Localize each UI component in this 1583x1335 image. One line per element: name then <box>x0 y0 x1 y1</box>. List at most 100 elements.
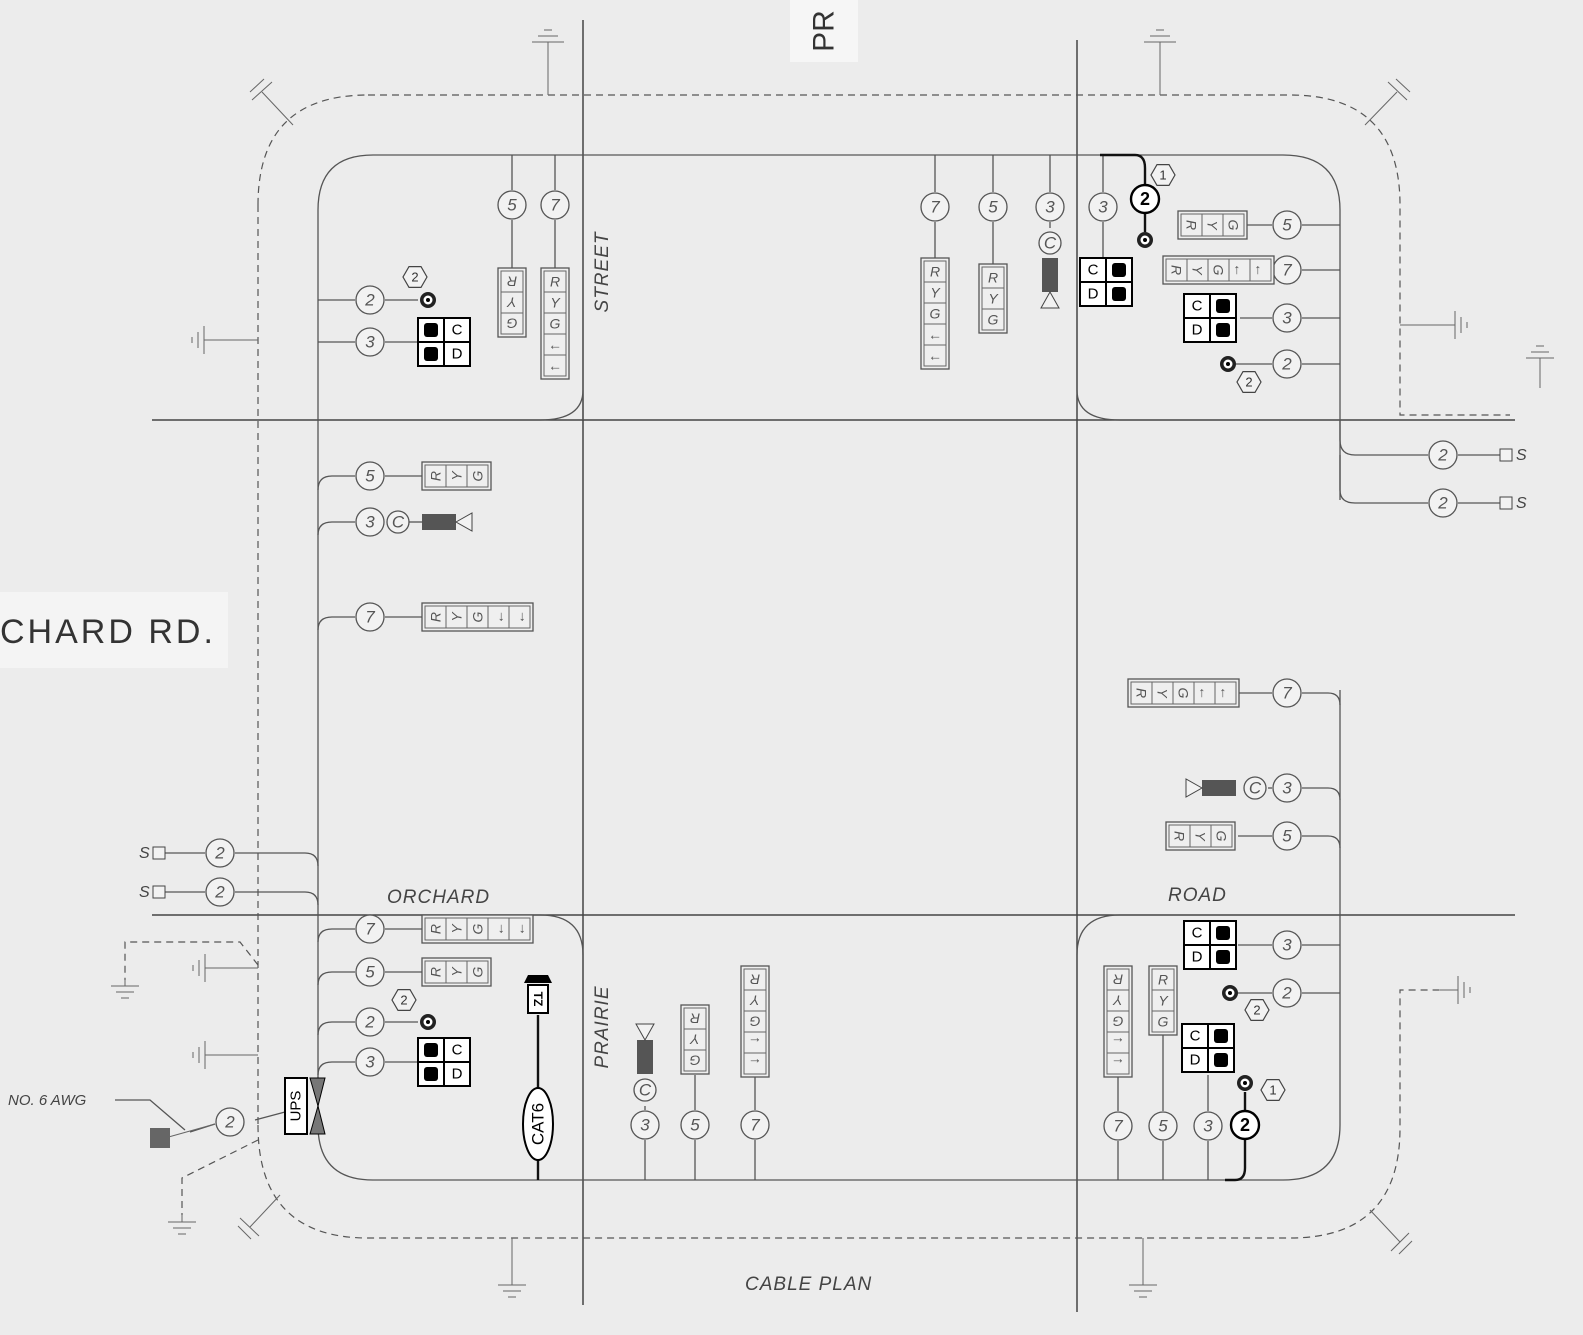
cable-number-circle: 7 <box>1272 678 1302 708</box>
s-text: S <box>1516 495 1527 512</box>
cable-number-text: 5 <box>1158 1117 1168 1136</box>
signal-head-icon: RYG <box>978 263 1008 334</box>
cable-number-circle: 3 <box>355 327 385 357</box>
ped-d-text: D <box>452 1066 463 1083</box>
cable-number-text: 3 <box>365 513 375 532</box>
road-lines <box>152 20 1515 1312</box>
signal-lens-text: ← <box>928 327 942 343</box>
cable-number-circle: 3 <box>630 1110 660 1140</box>
signal-head-icon: RYG←← <box>1103 965 1133 1078</box>
camera-c-circle: C <box>1243 776 1267 800</box>
signal-lens-text: G <box>988 312 999 328</box>
cable-number-circle: 2 <box>1229 1109 1261 1141</box>
push-button-icon <box>1137 232 1153 248</box>
cable-number-circle: 7 <box>1103 1111 1133 1141</box>
conduit-loop <box>124 94 1510 1239</box>
ground-icon <box>1364 78 1411 126</box>
ped-d-text: D <box>1088 286 1099 303</box>
pedestrian-signal-icon: CD <box>417 1037 471 1087</box>
tz-text: TZ <box>531 992 545 1007</box>
signal-lens-text: R <box>690 1011 700 1027</box>
signal-lens-text: G <box>1176 688 1192 699</box>
push-button-icon <box>1222 985 1238 1001</box>
cable-number-text: 5 <box>365 963 375 982</box>
pedestrian-signal-icon: CD <box>1183 920 1237 970</box>
signal-head-icon: RYG <box>1148 965 1178 1036</box>
signal-lens-text: R <box>1134 688 1150 698</box>
signal-lens-text: R <box>428 612 444 622</box>
signal-lens-text: G <box>1214 831 1230 842</box>
signal-lens-text: Y <box>749 993 760 1009</box>
signal-lens-text: Y <box>1155 688 1171 699</box>
signal-lens-text: R <box>1169 265 1185 275</box>
signal-lens-text: G <box>470 923 486 934</box>
signal-lens-text: R <box>550 274 560 290</box>
cable-number-circle: 2 <box>1428 440 1458 470</box>
signal-lens-text: Y <box>449 966 465 977</box>
cable-number-text: 7 <box>1282 261 1292 280</box>
cable-number-circle: 5 <box>1272 210 1302 240</box>
ped-d-text: D <box>1192 322 1203 339</box>
signal-lens-text: R <box>428 967 444 977</box>
signal-lens-text: G <box>550 316 561 332</box>
signal-lens-text: Y <box>506 295 517 311</box>
signal-lens-text: Y <box>1205 220 1221 231</box>
cable-number-circle: 5 <box>680 1110 710 1140</box>
ground-icon <box>1440 976 1471 1004</box>
cable-number-circle: 7 <box>355 602 385 632</box>
signal-lens-text: Y <box>1193 831 1209 842</box>
awg-label: NO. 6 AWG <box>8 1092 87 1109</box>
signal-head-icon: RYG <box>680 1004 710 1075</box>
signal-lens-text: Y <box>1112 993 1123 1009</box>
cable-number-circle: 3 <box>1193 1111 1223 1141</box>
hex-text: 2 <box>1245 375 1252 390</box>
cable-number-text: 3 <box>1098 198 1108 217</box>
pedestrian-signal-icon: CD <box>1079 257 1133 307</box>
signal-lens-text: ← <box>928 348 942 364</box>
ped-c-text: C <box>1190 1028 1201 1045</box>
cable-number-circle: 3 <box>1272 930 1302 960</box>
cable-number-text: 5 <box>1282 216 1292 235</box>
signal-lens-text: ← <box>748 1056 762 1072</box>
signal-lens-text: ← <box>1232 263 1248 277</box>
signal-lens-text: ← <box>512 922 528 936</box>
signal-lens-text: G <box>689 1053 700 1069</box>
cable-number-circle: 3 <box>1272 303 1302 333</box>
push-button-icon <box>1237 1075 1253 1091</box>
ground-icon <box>237 1194 281 1240</box>
cable-number-circle: 2 <box>1428 488 1458 518</box>
camera-c-circle: C <box>1038 231 1062 255</box>
ped-d-text: D <box>1192 949 1203 966</box>
signal-lens-text: G <box>470 470 486 481</box>
signal-lens-text: Y <box>689 1032 700 1048</box>
camera-icon <box>635 1023 655 1074</box>
signal-lens-text: ← <box>491 922 507 936</box>
prairie-label: PRAIRIE <box>592 985 613 1068</box>
ped-c-text: C <box>1192 925 1203 942</box>
ground-icon <box>1129 1238 1157 1298</box>
hex-marker: 2 <box>391 988 417 1012</box>
camera-c-text: C <box>1249 779 1262 798</box>
push-button-icon <box>420 292 436 308</box>
signal-lens-text: G <box>506 316 517 332</box>
hex-text: 2 <box>400 993 407 1008</box>
cable-number-text: 3 <box>365 333 375 352</box>
cable-number-circle: 3 <box>1272 773 1302 803</box>
se-corner <box>1117 944 1340 1182</box>
cable-number-circle: 2 <box>1129 183 1161 215</box>
hex-marker: 2 <box>1236 371 1262 393</box>
hex-text: 2 <box>1253 1003 1260 1018</box>
signal-lens-text: G <box>1211 265 1227 276</box>
cable-number-text: 2 <box>1281 984 1292 1003</box>
pedestrian-signal-icon: CD <box>417 317 471 367</box>
cable-number-circle: 7 <box>1272 255 1302 285</box>
signal-lens-text: ← <box>491 610 507 624</box>
cable-number-text: 5 <box>507 196 517 215</box>
